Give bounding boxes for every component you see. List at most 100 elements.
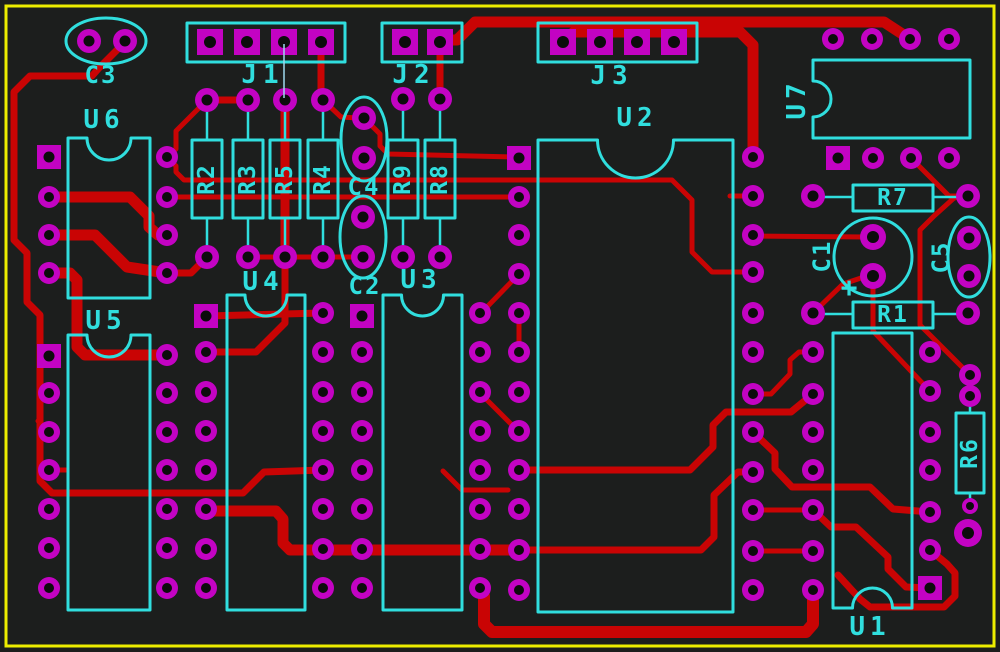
- ic-body-U2[interactable]: [536, 138, 735, 614]
- component-C4[interactable]: [339, 95, 389, 183]
- ref-label-U5: U5: [85, 306, 126, 336]
- pad-hole: [748, 427, 758, 437]
- component-R8[interactable]: [423, 138, 457, 220]
- ic-body-U5[interactable]: [66, 333, 152, 612]
- capacitor-body-C2[interactable]: [338, 194, 388, 280]
- pad-hole: [962, 307, 974, 319]
- pad-hole: [119, 35, 131, 47]
- component-R7[interactable]: [851, 183, 935, 213]
- capacitor-body-C3[interactable]: [64, 16, 148, 66]
- component-R2[interactable]: [190, 138, 224, 220]
- copper-trace[interactable]: [164, 154, 756, 275]
- component-U4[interactable]: [225, 293, 307, 612]
- copper-trace[interactable]: [809, 506, 934, 592]
- copper-trace[interactable]: [749, 428, 934, 516]
- component-R4[interactable]: [306, 138, 340, 220]
- pad-hole: [201, 347, 211, 357]
- ref-label-R6: R6: [957, 437, 983, 469]
- copper-trace[interactable]: [750, 233, 876, 240]
- pad-hole: [358, 112, 370, 124]
- ic-body-U1[interactable]: [831, 331, 914, 610]
- pad-hole: [44, 388, 54, 398]
- pad-hole: [925, 386, 935, 396]
- pad-hole: [475, 504, 485, 514]
- resistor-body-R3[interactable]: [231, 138, 265, 220]
- resistor-body-R9[interactable]: [386, 138, 420, 220]
- component-U5[interactable]: [66, 333, 152, 612]
- capacitor-body-C1[interactable]: [832, 216, 914, 298]
- pad-hole: [514, 504, 524, 514]
- component-R5[interactable]: [268, 138, 302, 220]
- pad-hole: [748, 152, 758, 162]
- pad-hole: [44, 268, 54, 278]
- resistor-body-R2[interactable]: [190, 138, 224, 220]
- component-J3[interactable]: [536, 21, 699, 64]
- ref-label-C3: C3: [85, 61, 118, 89]
- pad-hole: [162, 268, 172, 278]
- component-C5[interactable]: [946, 215, 992, 299]
- pad-hole: [317, 94, 329, 106]
- copper-trace[interactable]: [202, 254, 289, 356]
- resistor-body-R8[interactable]: [423, 138, 457, 220]
- pad-hole: [201, 504, 211, 514]
- component-U1[interactable]: [831, 331, 914, 610]
- component-R3[interactable]: [231, 138, 265, 220]
- pad-hole: [514, 230, 524, 240]
- copper-trace[interactable]: [515, 390, 817, 474]
- ref-label-R3: R3: [235, 163, 261, 195]
- capacitor-body-C4[interactable]: [339, 95, 389, 183]
- component-C2[interactable]: [338, 194, 388, 280]
- pad-hole: [278, 36, 290, 48]
- resistor-body-R4[interactable]: [306, 138, 340, 220]
- ref-label-R7: R7: [877, 185, 909, 211]
- component-C3[interactable]: [64, 16, 148, 66]
- connector-body-J3[interactable]: [536, 21, 699, 64]
- copper-trace[interactable]: [834, 546, 959, 611]
- ic-body-U4[interactable]: [225, 293, 307, 612]
- resistor-body-R6[interactable]: [954, 411, 986, 495]
- pad-hole: [514, 347, 524, 357]
- ic-body-U6[interactable]: [66, 136, 152, 300]
- pad-hole: [44, 230, 54, 240]
- component-J1[interactable]: [185, 21, 347, 64]
- component-C1[interactable]: +: [832, 216, 914, 304]
- pad-hole: [748, 230, 758, 240]
- component-R9[interactable]: [386, 138, 420, 220]
- pad-hole: [867, 231, 879, 243]
- resistor-body-R5[interactable]: [268, 138, 302, 220]
- component-R1[interactable]: [851, 300, 935, 330]
- pad-hole: [162, 583, 172, 593]
- component-U7[interactable]: [811, 58, 972, 140]
- pad-hole: [475, 465, 485, 475]
- pad-hole: [204, 36, 216, 48]
- pad-hole: [242, 251, 254, 263]
- component-J2[interactable]: [380, 21, 464, 64]
- component-U6[interactable]: [66, 136, 152, 300]
- copper-trace[interactable]: [10, 38, 327, 497]
- ic-body-U3[interactable]: [381, 293, 464, 612]
- component-U2[interactable]: [536, 138, 735, 614]
- pad-hole: [357, 465, 367, 475]
- pad-hole: [514, 308, 524, 318]
- component-U3[interactable]: [381, 293, 464, 612]
- copper-trace[interactable]: [515, 468, 757, 554]
- pad-hole: [162, 192, 172, 202]
- connector-body-J1[interactable]: [185, 21, 347, 64]
- copper-trace[interactable]: [750, 349, 816, 397]
- ref-label-U7: U7: [782, 78, 812, 119]
- connector-body-J2[interactable]: [380, 21, 464, 64]
- pad-hole: [200, 310, 212, 322]
- pad-hole: [43, 151, 55, 163]
- resistor-body-R1[interactable]: [851, 300, 935, 330]
- pad-hole: [962, 527, 974, 539]
- pad-hole: [318, 465, 328, 475]
- pad-hole: [965, 391, 975, 401]
- pad-hole: [748, 467, 758, 477]
- polarity-plus-mark: +: [841, 271, 858, 304]
- capacitor-body-C5[interactable]: [946, 215, 992, 299]
- resistor-body-R7[interactable]: [851, 183, 935, 213]
- ic-body-U7[interactable]: [811, 58, 972, 140]
- component-R6[interactable]: [954, 411, 986, 495]
